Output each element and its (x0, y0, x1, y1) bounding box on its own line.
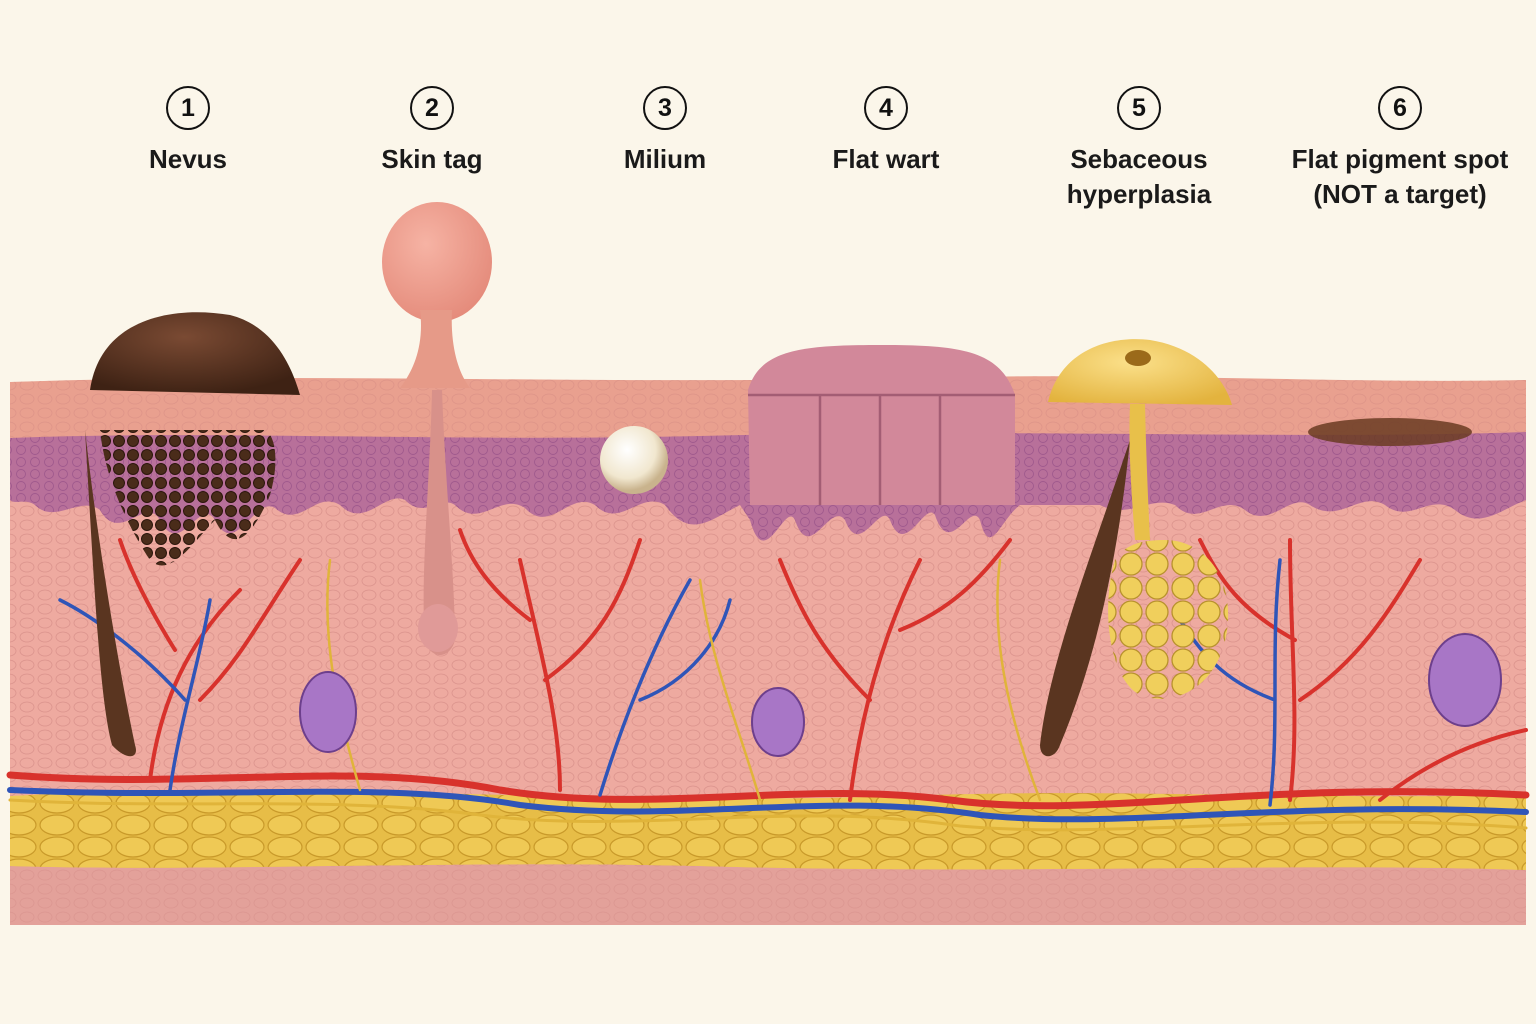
label-skin-tag: 2 Skin tag (312, 86, 552, 177)
label-title: Flat wart (832, 144, 940, 174)
number-badge: 5 (1117, 86, 1161, 130)
number-badge: 4 (864, 86, 908, 130)
label-sebaceous-hyperplasia: 5 Sebaceous hyperplasia (1019, 86, 1259, 212)
flat-wart-lesion (748, 345, 1015, 505)
hair-follicle-left (85, 430, 136, 757)
label-title: Skin tag (381, 144, 483, 174)
label-flat-wart: 4 Flat wart (766, 86, 1006, 177)
number-badge: 6 (1378, 86, 1422, 130)
label-title: Nevus (148, 144, 228, 174)
flat-pigment-spot-lesion (1308, 418, 1472, 446)
label-flat-pigment-spot: 6 Flat pigment spot (NOT a target) (1272, 86, 1528, 212)
label-title: Milium (623, 144, 707, 174)
milium-lesion (600, 426, 668, 494)
sweat-glands (299, 633, 1502, 757)
sebaceous-hyperplasia-lesion (1048, 339, 1232, 699)
label-nevus: 1 Nevus (68, 86, 308, 177)
number-badge: 2 (410, 86, 454, 130)
label-title: Sebaceous hyperplasia (1066, 144, 1212, 209)
label-milium: 3 Milium (545, 86, 785, 177)
hair-follicle-right (1040, 440, 1130, 757)
number-badge: 1 (166, 86, 210, 130)
number-badge: 3 (643, 86, 687, 130)
nevus-lesion (90, 312, 300, 566)
label-title: Flat pigment spot (NOT a target) (1291, 144, 1509, 209)
skin-tag-lesion (382, 202, 492, 655)
